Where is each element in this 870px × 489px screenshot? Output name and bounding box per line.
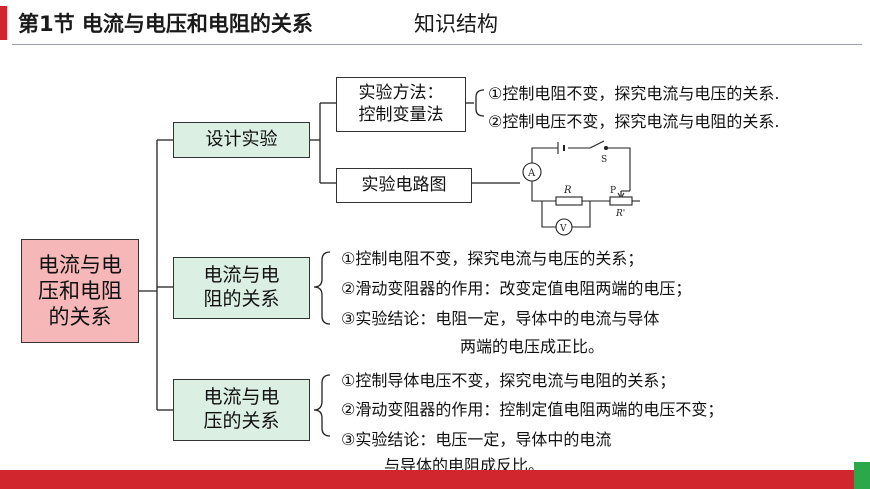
circuit-node: 实验电路图 <box>336 168 472 203</box>
ammeter-icon <box>522 162 542 182</box>
current-resistance-label: 电流与电压的关系 <box>203 386 280 432</box>
footer-accent <box>854 462 870 489</box>
slider-label: P <box>610 186 616 196</box>
footer-bar <box>0 470 862 489</box>
cv-item-1: ①控制电阻不变，探究电流与电压的关系； <box>341 249 644 268</box>
method-item-1: ①控制电阻不变，探究电流与电压的关系. <box>488 84 780 103</box>
method-node: 实验方法：控制变量法 <box>336 77 466 132</box>
resistor-icon <box>555 196 583 206</box>
cr-item-1: ①控制导体电压不变，探究电流与电阻的关系； <box>341 371 676 390</box>
resistor-label: R <box>563 185 572 196</box>
cv-item-3: ③实验结论：电阻一定，导体中的电流与导体 <box>341 309 660 328</box>
header-divider <box>12 44 862 45</box>
cr-item-2: ②滑动变阻器的作用：控制定值电阻两端的电压不变； <box>341 400 724 419</box>
voltmeter-icon <box>555 218 573 236</box>
design-node: 设计实验 <box>173 122 310 158</box>
root-node: 电流与电压和电阻的关系 <box>21 239 139 343</box>
rheostat-icon <box>609 196 633 206</box>
method-item-2: ②控制电压不变，探究电流与电阻的关系. <box>488 112 780 131</box>
circuit-label: 实验电路图 <box>361 174 447 195</box>
voltmeter-label: V <box>559 224 567 234</box>
cr-item-3: ③实验结论：电压一定，导体中的电流 <box>341 430 612 449</box>
cv-item-4: 两端的电压成正比。 <box>460 337 605 356</box>
current-resistance-node: 电流与电压的关系 <box>173 379 310 441</box>
method-label: 实验方法：控制变量法 <box>358 83 444 125</box>
root-label: 电流与电压和电阻的关系 <box>38 252 122 330</box>
header-accent <box>0 6 7 40</box>
design-label: 设计实验 <box>205 128 278 150</box>
switch-label: S <box>601 155 607 165</box>
current-voltage-node: 电流与电阻的关系 <box>173 257 310 319</box>
header-bar <box>0 0 870 44</box>
page-subtitle: 知识结构 <box>414 12 498 36</box>
rheostat-label: R' <box>615 209 625 219</box>
cv-item-2: ②滑动变阻器的作用：改变定值电阻两端的电压； <box>341 279 692 298</box>
ammeter-label: A <box>527 168 536 179</box>
page-title: 第1节 电流与电压和电阻的关系 <box>18 12 313 36</box>
current-voltage-label: 电流与电阻的关系 <box>203 264 280 310</box>
